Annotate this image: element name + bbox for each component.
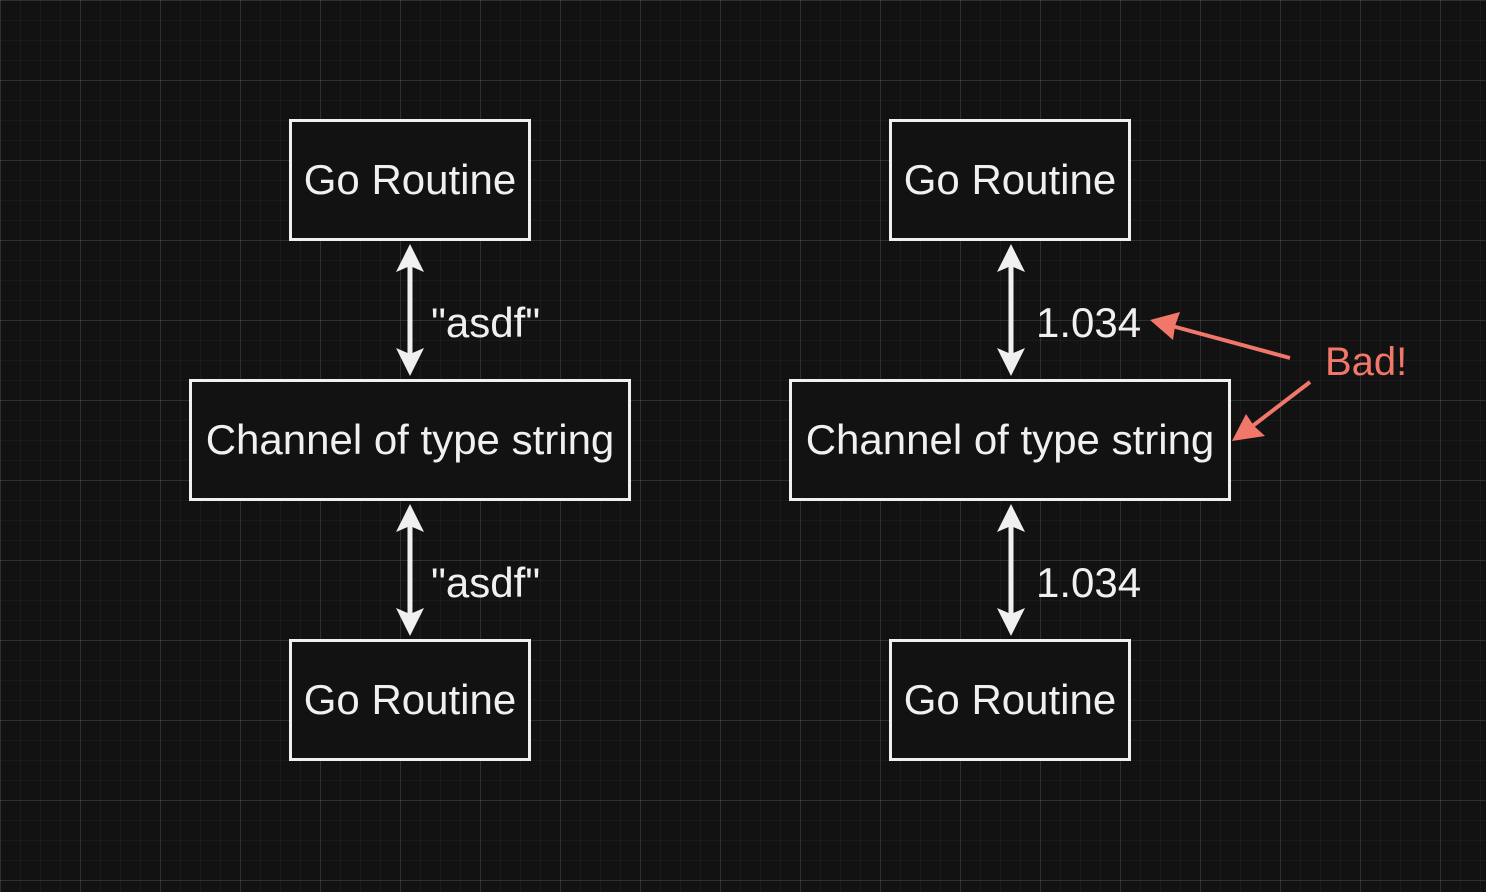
arrow-head-icon — [1232, 414, 1265, 441]
arrow-head-icon — [997, 348, 1025, 376]
right-lower-edge-label: 1.034 — [1036, 559, 1142, 606]
arrow-head-icon — [396, 504, 424, 532]
left-channel-node: Channel of type string — [189, 379, 631, 501]
arrow-head-icon — [396, 348, 424, 376]
node-label: Channel of type string — [205, 416, 615, 463]
node-label: Go Routine — [903, 156, 1117, 203]
arrow-head-icon — [997, 608, 1025, 636]
left-top-go-routine-node: Go Routine — [289, 119, 531, 241]
right-bottom-go-routine-node: Go Routine — [889, 639, 1131, 761]
right-top-go-routine-node: Go Routine — [889, 119, 1131, 241]
annotation-arrow-to-value — [1150, 312, 1291, 360]
right-channel-node: Channel of type string — [789, 379, 1231, 501]
left-upper-edge-label: "asdf" — [431, 299, 541, 346]
arrow-head-icon — [1150, 312, 1180, 340]
bad-annotation-label: Bad! — [1325, 340, 1408, 384]
node-label: Channel of type string — [805, 416, 1215, 463]
node-label: Go Routine — [303, 676, 517, 723]
arrow-head-icon — [997, 244, 1025, 272]
right-upper-arrow — [997, 244, 1025, 376]
annotation-arrow-to-channel — [1232, 380, 1312, 441]
node-label: Go Routine — [303, 156, 517, 203]
left-upper-arrow — [396, 244, 424, 376]
arrow-head-icon — [396, 608, 424, 636]
right-lower-arrow — [997, 504, 1025, 636]
left-bottom-go-routine-node: Go Routine — [289, 639, 531, 761]
left-lower-arrow — [396, 504, 424, 636]
left-lower-edge-label: "asdf" — [431, 559, 541, 606]
arrow-head-icon — [997, 504, 1025, 532]
arrow-head-icon — [396, 244, 424, 272]
right-upper-edge-label: 1.034 — [1036, 299, 1142, 346]
node-label: Go Routine — [903, 676, 1117, 723]
